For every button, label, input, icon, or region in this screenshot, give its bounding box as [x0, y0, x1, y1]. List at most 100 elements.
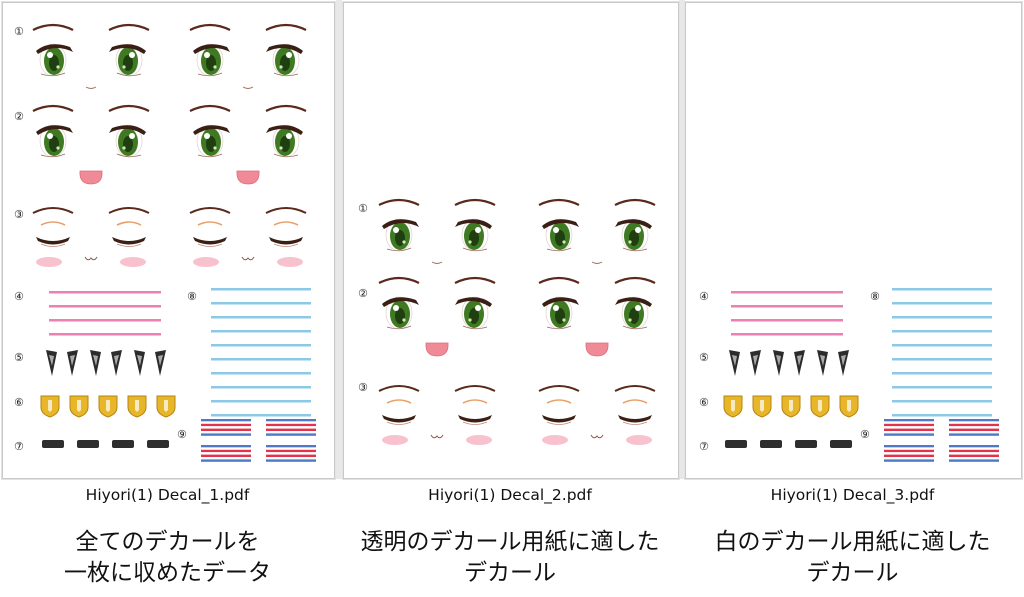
- right-eye: [614, 198, 656, 252]
- eye-highlight: [213, 65, 217, 69]
- eye: [108, 104, 150, 158]
- mouth: [430, 434, 444, 439]
- eyebrow: [32, 207, 74, 214]
- fang-decals: [46, 350, 166, 376]
- blush: [466, 435, 492, 445]
- shield-emblem: [760, 400, 764, 412]
- face-decal: [538, 276, 656, 357]
- lower-lid: [546, 421, 572, 425]
- fang-highlight: [776, 355, 781, 366]
- eye-highlight: [635, 305, 641, 311]
- fang-highlight: [49, 355, 54, 366]
- marker-9: ⑨: [860, 428, 870, 441]
- face-decal: [32, 207, 150, 267]
- stripe: [49, 333, 161, 336]
- decal-artwork: [723, 288, 999, 462]
- lower-lid: [116, 243, 142, 247]
- fang-highlight: [797, 355, 802, 366]
- eye-highlight: [468, 318, 472, 322]
- face-decal: [189, 23, 307, 89]
- eyelash: [382, 219, 419, 229]
- shield-icon: [781, 395, 801, 418]
- eye-highlight: [129, 52, 135, 58]
- eye: [614, 198, 656, 252]
- stripe: [892, 414, 992, 417]
- blush: [382, 435, 408, 445]
- fang-decals: [729, 350, 849, 376]
- flag-band: [949, 445, 999, 448]
- eye: [614, 276, 656, 330]
- blush: [542, 435, 568, 445]
- flag-band: [884, 426, 934, 429]
- lower-lid: [462, 421, 488, 425]
- flag-band: [949, 423, 999, 427]
- left-eye: [32, 207, 74, 247]
- fang-icon: [111, 350, 122, 376]
- flag-band: [201, 426, 251, 429]
- flag-band: [949, 449, 999, 453]
- eye-highlight: [129, 133, 135, 139]
- flag-band: [884, 428, 934, 431]
- fang-highlight: [158, 355, 163, 366]
- face-decal: [378, 276, 496, 357]
- eye-highlight: [402, 318, 406, 322]
- marker-3: ③: [358, 381, 368, 394]
- eye-highlight: [56, 146, 60, 150]
- fang-icon: [794, 350, 805, 376]
- black-bar-decals: [42, 440, 169, 448]
- lower-lid: [197, 72, 223, 77]
- face-decal: [378, 385, 496, 445]
- flag-band: [266, 449, 316, 453]
- shield-emblem: [135, 400, 139, 412]
- stripe: [892, 316, 992, 319]
- flag-stripe: [266, 445, 316, 462]
- lower-lid: [273, 72, 299, 77]
- eyebrow: [265, 104, 307, 112]
- eye: [538, 276, 580, 330]
- marker-7: ⑦: [699, 440, 709, 453]
- face-decal: [378, 198, 496, 264]
- closed-eye: [454, 385, 496, 425]
- eyebrow: [189, 207, 231, 214]
- right-eye: [454, 198, 496, 252]
- flag-band: [884, 433, 934, 436]
- shield-icon: [127, 395, 147, 418]
- left-eye: [538, 276, 580, 330]
- fang-icon: [90, 350, 101, 376]
- mouth: [84, 256, 98, 261]
- marker-3: ③: [14, 208, 24, 221]
- decal-sheet-3: ④ ⑤ ⑥ ⑦ ⑧ ⑨: [685, 2, 1022, 479]
- fang-highlight: [70, 355, 75, 366]
- black-bar-decals: [725, 440, 852, 448]
- flag-band: [201, 454, 251, 457]
- flag-stripe: [884, 445, 934, 462]
- mouth: [585, 342, 609, 357]
- lower-lid: [273, 153, 299, 158]
- eye: [265, 23, 307, 77]
- eye-highlight: [402, 240, 406, 244]
- closed-eye: [108, 207, 150, 247]
- eyelash: [615, 219, 652, 229]
- flag-stripe: [949, 445, 999, 462]
- flag-band: [266, 428, 316, 431]
- eye-highlight: [562, 318, 566, 322]
- stripe: [211, 288, 311, 291]
- stripe: [892, 330, 992, 333]
- description: 透明のデカール用紙に適した デカール: [343, 527, 677, 589]
- flag-band: [201, 459, 251, 462]
- stripe: [731, 319, 843, 322]
- eyebrow: [614, 385, 656, 392]
- decal-sheet-1: ① ② ③ ④ ⑤ ⑥ ⑦ ⑧ ⑨: [2, 2, 335, 479]
- eyebrow: [265, 207, 307, 214]
- stripe: [211, 386, 311, 389]
- lower-lid: [197, 243, 223, 247]
- eye-highlight: [628, 318, 632, 322]
- shield-emblem: [106, 400, 110, 412]
- fang-icon: [817, 350, 828, 376]
- flag-band: [949, 457, 999, 460]
- closed-lash: [458, 415, 492, 423]
- lower-lid: [622, 247, 648, 252]
- flag-band: [949, 452, 999, 455]
- marker-7: ⑦: [14, 440, 24, 453]
- fang-icon: [729, 350, 740, 376]
